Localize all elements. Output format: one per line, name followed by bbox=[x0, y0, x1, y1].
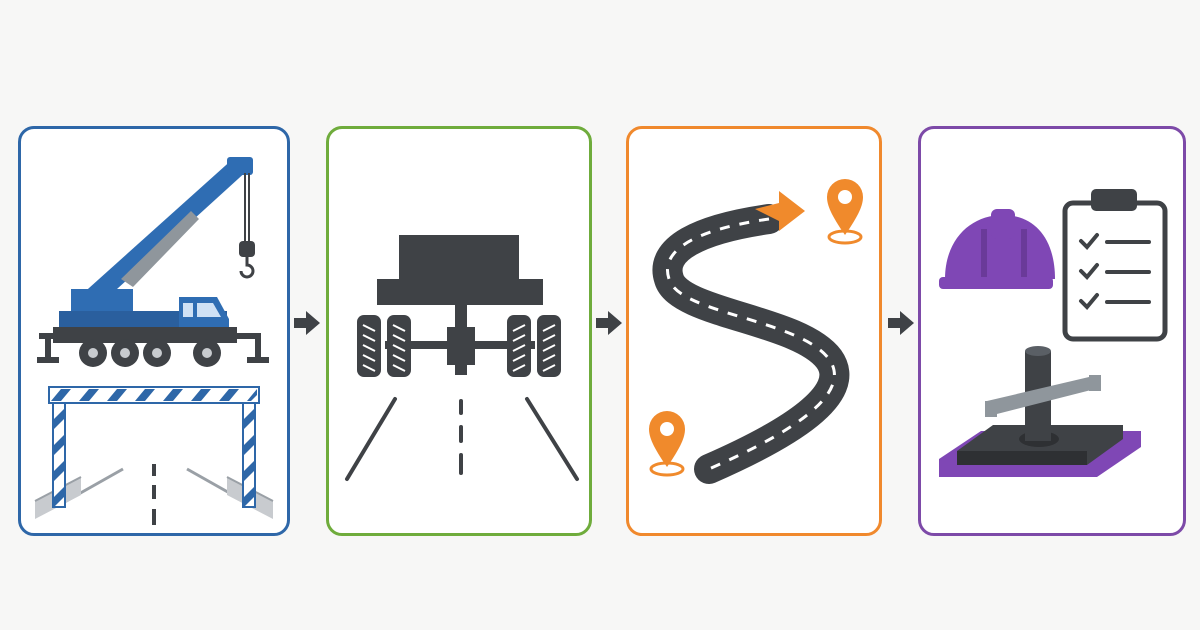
step-4-panel bbox=[918, 126, 1186, 536]
site-safety-illustration bbox=[939, 189, 1168, 477]
height-barrier-gate-icon bbox=[48, 386, 260, 508]
start-pin-icon bbox=[649, 411, 685, 477]
mobile-crane-icon bbox=[37, 157, 269, 367]
arrow-right-icon bbox=[596, 311, 622, 335]
winding-route-icon bbox=[652, 204, 850, 484]
checklist-clipboard-icon bbox=[1062, 189, 1168, 342]
axle-load-icon bbox=[357, 235, 561, 377]
arrow-right-icon bbox=[888, 311, 914, 335]
arrow-right-icon bbox=[294, 311, 320, 335]
crane-clearance-illustration bbox=[34, 157, 274, 533]
road-icon bbox=[34, 429, 274, 533]
step-3-panel bbox=[626, 126, 882, 536]
hard-hat-icon bbox=[939, 209, 1055, 289]
route-illustration bbox=[649, 179, 863, 484]
direction-arrow-icon bbox=[755, 191, 805, 231]
step-1-panel bbox=[18, 126, 290, 536]
tire-right-inner bbox=[507, 315, 531, 377]
tire-left-inner bbox=[387, 315, 411, 377]
step-2-panel bbox=[326, 126, 592, 536]
destination-pin-icon bbox=[827, 179, 863, 245]
tire-right-outer bbox=[537, 315, 561, 377]
tire-left-outer bbox=[357, 315, 381, 377]
road-lanes-icon bbox=[345, 397, 579, 481]
axle-load-illustration bbox=[345, 235, 579, 481]
outrigger-pad-icon bbox=[939, 346, 1141, 477]
